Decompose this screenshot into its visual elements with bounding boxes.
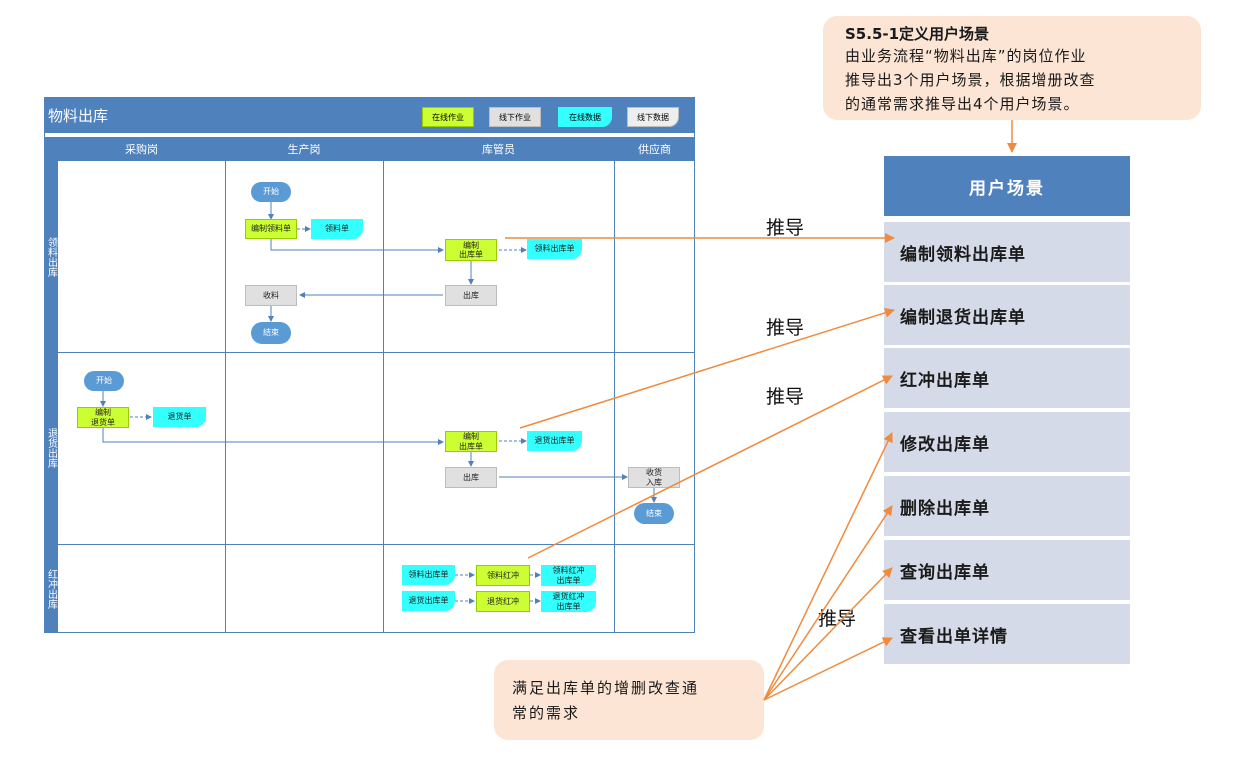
swimlane-title: 物料出库 <box>48 107 109 125</box>
use-case-item: 编制退货出库单 <box>884 285 1130 345</box>
lane-divider <box>44 352 695 353</box>
legend-online-task: 在线作业 <box>422 107 474 127</box>
flow-end: 结束 <box>634 503 674 524</box>
flow-start: 开始 <box>84 371 124 391</box>
use-case-item: 修改出库单 <box>884 412 1130 472</box>
task-make-return: 编制 退货单 <box>77 407 129 428</box>
lane-divider <box>225 137 226 633</box>
row-header-red: 红冲出库 <box>45 568 57 609</box>
flow-start: 开始 <box>251 182 291 202</box>
callout-define-scenarios: S5.5-1定义用户场景 由业务流程“物料出库”的岗位作业 推导出3个用户场景，… <box>823 16 1201 120</box>
column-header-warehouse: 库管员 <box>482 143 515 156</box>
callout-line: 的通常需求推导出4个用户场景。 <box>845 95 1080 113</box>
callout-line: 由业务流程“物料出库”的岗位作业 <box>845 47 1087 65</box>
legend-offline-task: 线下作业 <box>489 107 541 127</box>
callout-title: S5.5-1定义用户场景 <box>845 25 990 43</box>
lane-divider <box>614 137 615 633</box>
swimlane-panel <box>44 97 695 633</box>
callout-line: 满足出库单的增删改查通 <box>512 679 700 697</box>
legend-offline-data: 线下数据 <box>627 107 679 127</box>
column-header-purchase: 采购岗 <box>125 143 158 156</box>
derive-label: 推导 <box>818 608 857 630</box>
column-header-supplier: 供应商 <box>638 143 671 156</box>
lane-divider <box>44 544 695 545</box>
use-case-item: 删除出库单 <box>884 476 1130 536</box>
task-make-outbound: 编制 出库单 <box>445 431 497 452</box>
legend-online-data: 在线数据 <box>558 107 612 127</box>
doc-return-outbound: 退货出库单 <box>527 431 582 451</box>
doc-pick-list: 领料单 <box>311 219 363 239</box>
derive-label: 推导 <box>766 386 805 408</box>
task-receive-inbound: 收货 入库 <box>628 467 680 488</box>
column-header-production: 生产岗 <box>287 143 321 156</box>
task-outbound: 出库 <box>445 285 497 306</box>
lane-divider <box>383 137 384 633</box>
use-case-header: 用户场景 <box>884 156 1130 216</box>
row-header-bar <box>44 137 58 633</box>
derive-label: 推导 <box>766 317 805 339</box>
doc-pick-red: 领料红冲 出库单 <box>541 565 596 586</box>
doc-return: 退货单 <box>153 407 206 427</box>
callout-crud-needs: 满足出库单的增删改查通 常的需求 <box>494 660 764 740</box>
use-case-item: 红冲出库单 <box>884 348 1130 408</box>
use-case-item: 查询出库单 <box>884 540 1130 600</box>
task-outbound: 出库 <box>445 467 497 488</box>
column-header-bar <box>58 137 695 161</box>
task-make-pick-list: 编制领料单 <box>245 219 297 239</box>
row-header-pick: 领料出库 <box>45 236 57 277</box>
use-case-item: 查看出单详情 <box>884 604 1130 664</box>
derive-label: 推导 <box>766 217 805 239</box>
use-case-item: 编制领料出库单 <box>884 222 1130 282</box>
doc-return-red: 退货红冲 出库单 <box>541 591 596 612</box>
callout-line: 推导出3个用户场景，根据增册改查 <box>845 71 1096 89</box>
row-header-return: 退货出库 <box>45 428 57 468</box>
task-receive: 收料 <box>245 285 297 306</box>
task-make-outbound: 编制 出库单 <box>445 239 497 261</box>
doc-pick-outbound-in: 领料出库单 <box>402 565 455 585</box>
callout-line: 常的需求 <box>512 704 581 722</box>
doc-pick-outbound: 领料出库单 <box>527 239 582 259</box>
flow-end: 结束 <box>251 322 291 344</box>
doc-return-outbound-in: 退货出库单 <box>402 591 455 611</box>
task-return-red: 退货红冲 <box>476 591 530 612</box>
task-pick-red: 领料红冲 <box>476 565 530 586</box>
